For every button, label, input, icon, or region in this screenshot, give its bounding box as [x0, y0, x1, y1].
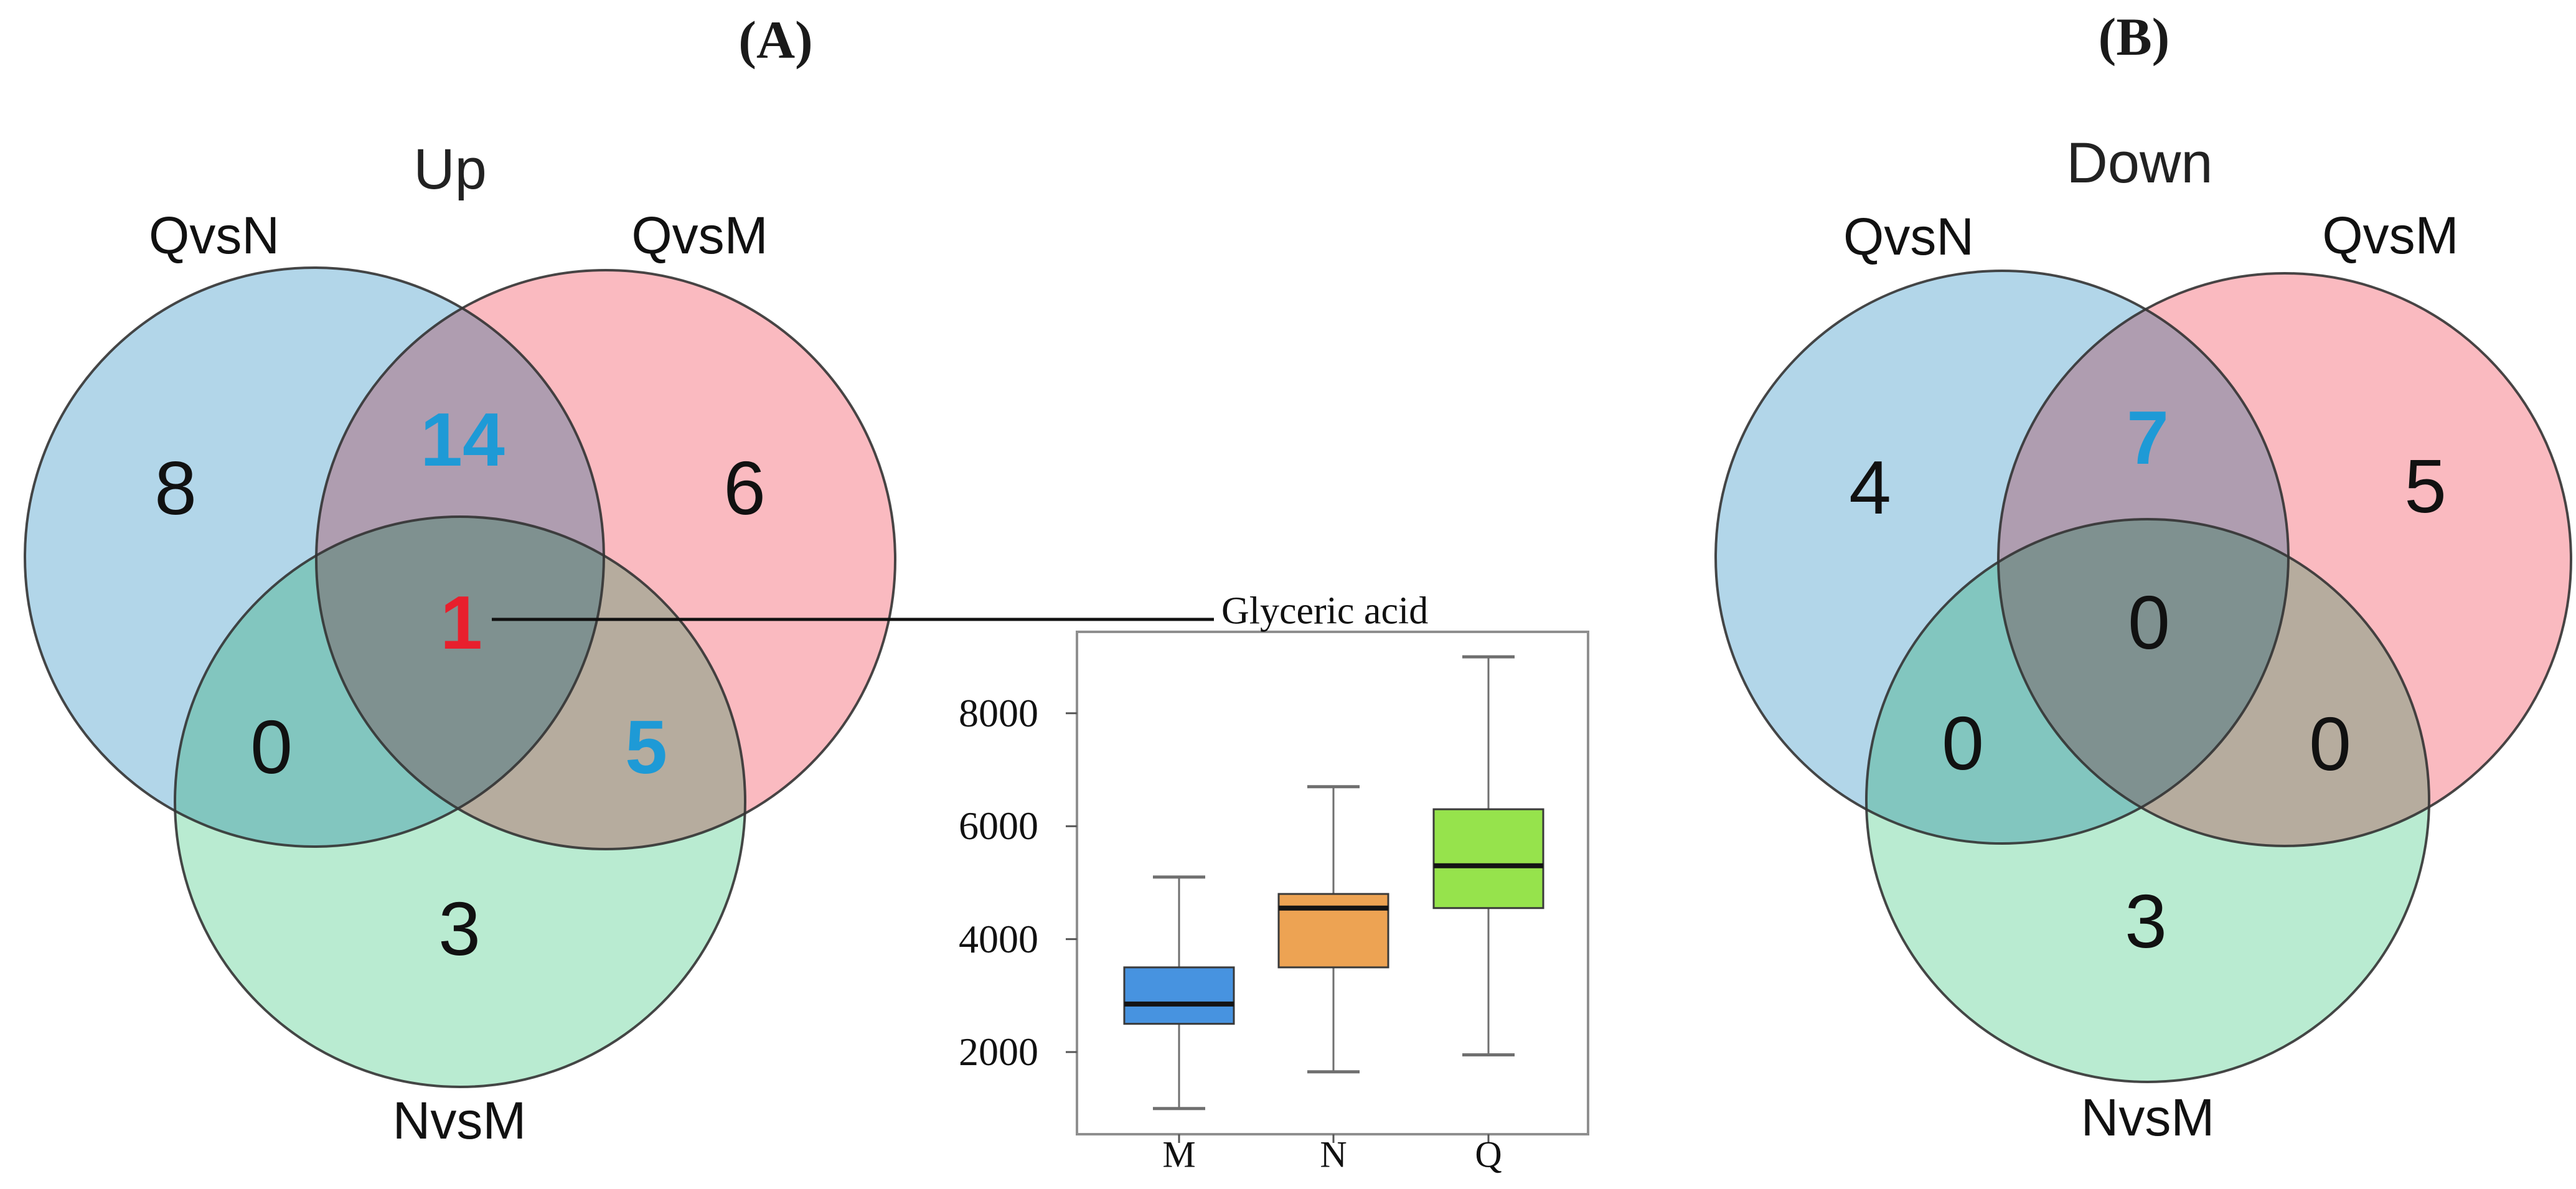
panel-a-label: (A) [738, 10, 813, 70]
x-tick-label-n: N [1320, 1134, 1347, 1175]
venn-a-set-label-nvsm: NvsM [392, 1091, 527, 1150]
x-tick-label-m: M [1162, 1134, 1196, 1175]
y-tick-label-6000: 6000 [959, 804, 1038, 848]
venn-b-count-qvsn-only: 4 [1849, 445, 1891, 530]
venn-a-qvsm-outline [315, 269, 896, 850]
venn-b-count-all-three: 0 [2128, 580, 2170, 665]
venn-b-count-qvsn-qvsm: 7 [2127, 395, 2169, 480]
panel-b-label: (B) [2098, 7, 2170, 67]
y-tick-label-4000: 4000 [959, 917, 1038, 961]
venn-b-count-qvsm-only: 5 [2404, 444, 2447, 529]
venn-a-count-qvsm-only: 6 [723, 446, 766, 530]
venn-b-set-label-qvsn: QvsN [1843, 207, 1974, 266]
venn-a-count-qvsm-nvsm: 5 [625, 705, 667, 789]
venn-b-title: Down [2066, 131, 2213, 195]
y-tick-label-8000: 8000 [959, 691, 1038, 735]
venn-a-diagram [25, 268, 895, 1087]
venn-a-set-label-qvsn: QvsN [149, 206, 280, 265]
venn-a-set-label-qvsm: QvsM [631, 206, 768, 265]
venn-b-nvsm-outline [1865, 518, 2430, 1083]
boxplot-layer [1066, 655, 1544, 1143]
y-tick-label-2000: 2000 [959, 1030, 1038, 1074]
venn-b-diagram [1716, 271, 2571, 1082]
box-N [1277, 893, 1389, 969]
venn-a-nvsm-circle [175, 517, 745, 1087]
venn-a-count-all-three: 1 [440, 580, 482, 665]
venn-a-count-qvsn-nvsm: 0 [250, 705, 293, 789]
venn-b-count-nvsm-only: 3 [2125, 879, 2167, 964]
venn-a-count-qvsn-qvsm: 14 [420, 397, 505, 482]
boxplot-title: Glyceric acid [1221, 590, 1429, 632]
venn-b-set-label-nvsm: NvsM [2080, 1088, 2215, 1147]
venn-a-title: Up [413, 138, 487, 201]
venn-a-count-nvsm-only: 3 [438, 886, 481, 971]
venn-b-nvsm-circle [1866, 519, 2429, 1082]
venn-b-count-qvsn-nvsm: 0 [1942, 701, 1984, 786]
box-M [1123, 966, 1235, 1025]
x-tick-label-q: Q [1475, 1134, 1502, 1175]
venn-b-qvsm-outline [1997, 272, 2572, 847]
box-Q [1432, 808, 1544, 909]
venn-a-nvsm-outline [174, 515, 746, 1088]
venn-a-count-qvsn-only: 8 [154, 446, 197, 530]
venn-a-qvsn-outline [24, 266, 605, 848]
venn-b-set-label-qvsm: QvsM [2322, 206, 2459, 265]
venn-b-count-qvsm-nvsm: 0 [2309, 702, 2351, 786]
